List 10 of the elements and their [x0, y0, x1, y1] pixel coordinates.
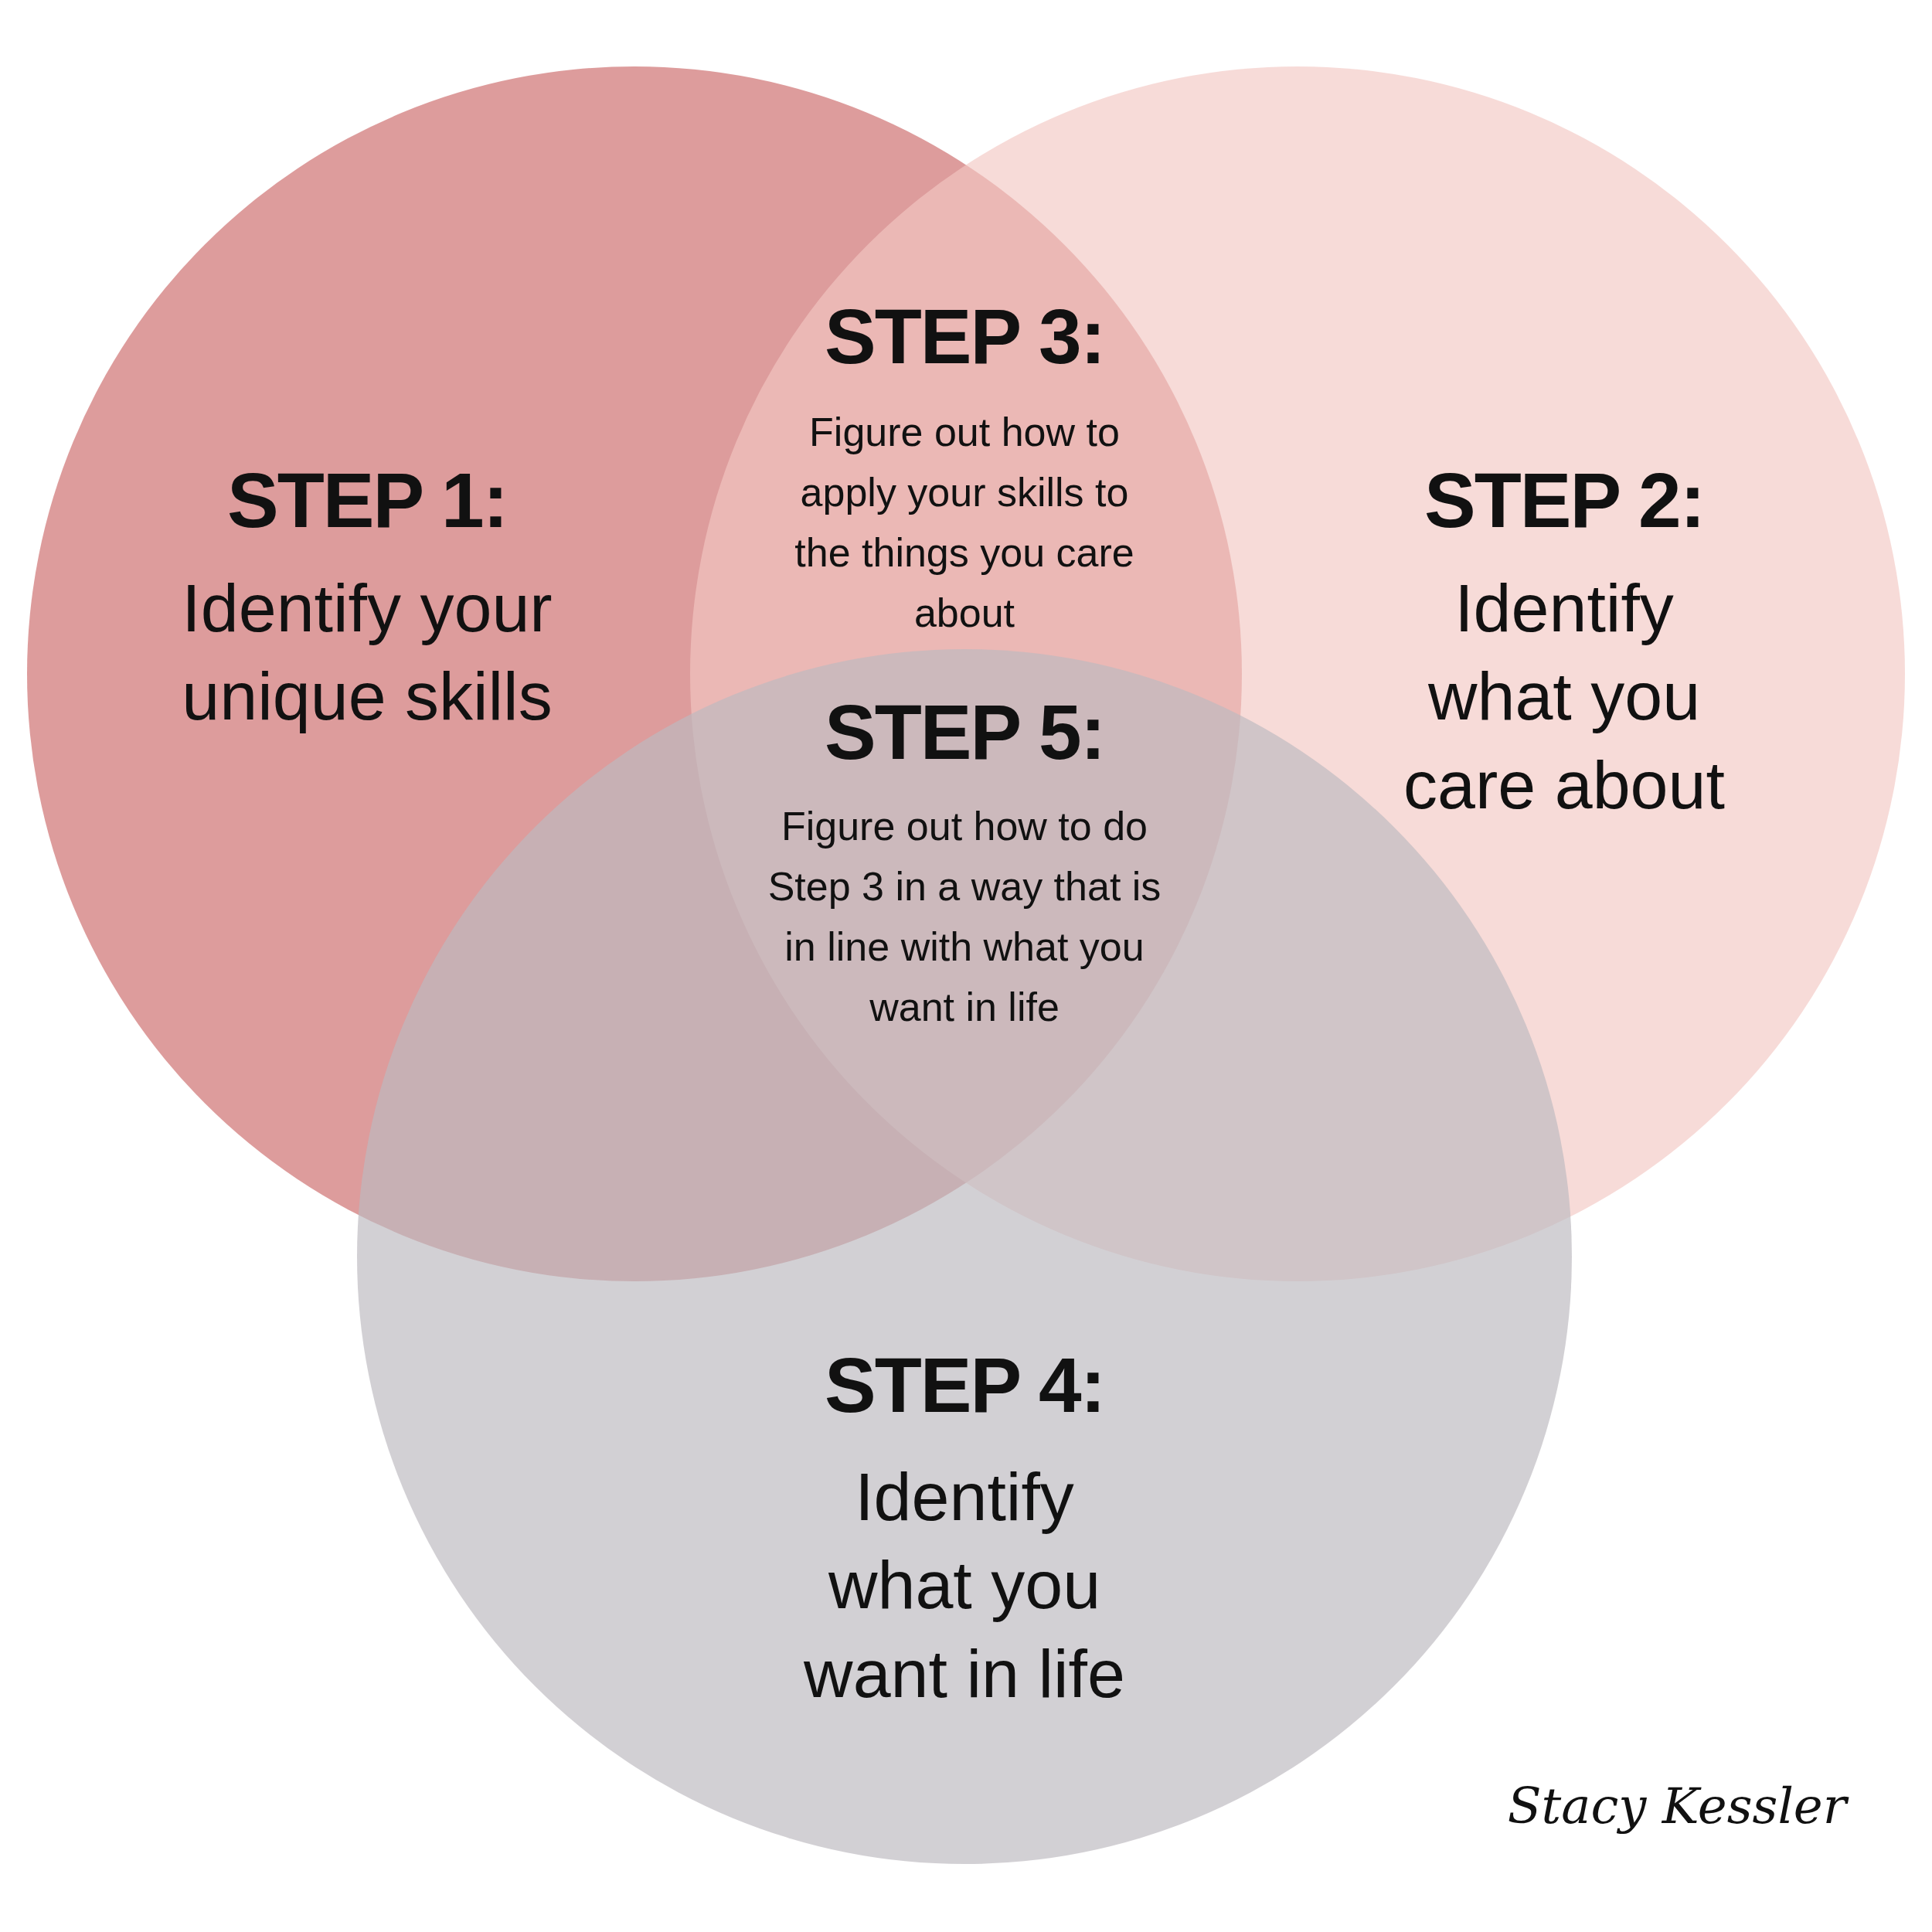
region-text: Figure out how to do Step 3 in a way that is in line with what you want in life: [767, 803, 1162, 1031]
region-heading: STEP 5:: [824, 688, 1105, 777]
step-description: Identify what you care about: [1403, 569, 1726, 825]
region-text: Figure out how to apply your skills to the things you care about: [794, 409, 1135, 637]
step-heading: STEP 1:: [226, 456, 508, 545]
step-description: Identify your unique skills: [182, 569, 553, 736]
step-heading: STEP 4:: [824, 1341, 1105, 1430]
step-heading: STEP 2:: [1423, 456, 1705, 545]
step-description: Identify what you want in life: [803, 1458, 1126, 1713]
region-heading: STEP 3:: [824, 292, 1105, 381]
